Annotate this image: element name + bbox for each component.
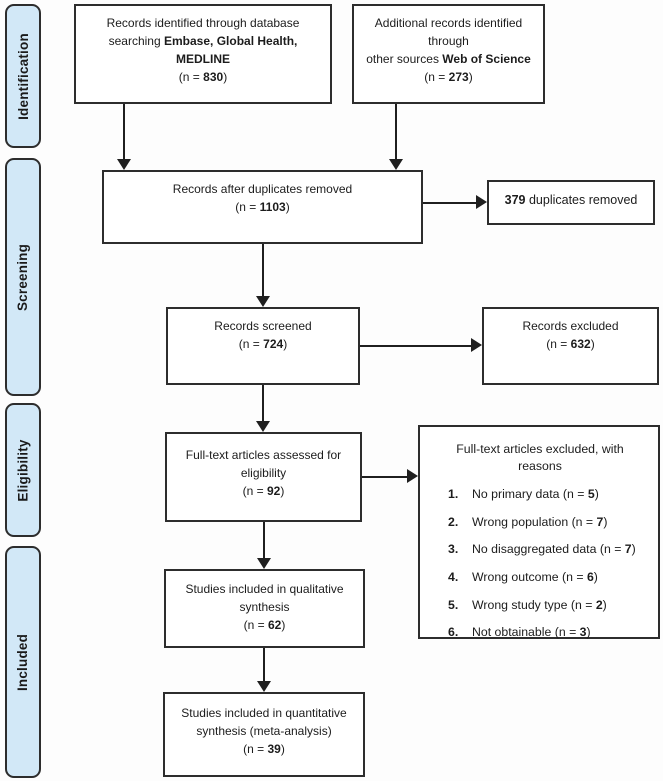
arrow-dedup-to-duplicates-removed bbox=[423, 202, 477, 204]
stage-eligibility: Eligibility bbox=[5, 403, 41, 537]
box-text-line: 379 duplicates removed bbox=[504, 193, 638, 208]
box-records-screened: Records screened (n = 724) bbox=[166, 307, 360, 385]
stage-label: Screening bbox=[15, 243, 31, 311]
box-count-line: (n = 1103) bbox=[235, 200, 290, 214]
box-count-line: (n = 62) bbox=[243, 618, 286, 632]
box-text-line: Full-text articles assessed for bbox=[185, 448, 342, 462]
arrowhead-right-icon bbox=[476, 195, 487, 209]
arrow-additional-to-dedup bbox=[395, 104, 397, 160]
box-text-line: other sources Web of Science bbox=[366, 52, 531, 66]
box-count-line: (n = 39) bbox=[243, 742, 285, 756]
box-qualitative-synthesis: Studies included in qualitative synthesi… bbox=[164, 569, 365, 648]
arrowhead-down-icon bbox=[117, 159, 131, 170]
arrowhead-right-icon bbox=[471, 338, 482, 352]
box-text-line: synthesis bbox=[239, 600, 290, 614]
stage-included: Included bbox=[5, 546, 41, 778]
box-text-line: Records screened bbox=[214, 319, 312, 333]
box-text-line: Studies included in quantitative bbox=[181, 706, 347, 720]
box-count-line: (n = 92) bbox=[242, 484, 285, 498]
arrow-screened-to-excluded bbox=[360, 345, 472, 347]
box-count-line: (n = 724) bbox=[238, 337, 288, 351]
box-text-line: Additional records identified through bbox=[374, 16, 523, 48]
arrowhead-right-icon bbox=[407, 469, 418, 483]
arrowhead-down-icon bbox=[256, 421, 270, 432]
reasons-title: Full-text articles excluded, with reason… bbox=[456, 442, 624, 473]
box-text-line: Studies included in qualitative bbox=[185, 582, 344, 596]
box-text-line: Records after duplicates removed bbox=[172, 182, 353, 196]
exclusion-reason-1: 1. No primary data (n = 5) bbox=[448, 487, 599, 502]
box-text-line: synthesis (meta-analysis) bbox=[196, 724, 332, 738]
arrowhead-down-icon bbox=[257, 681, 271, 692]
box-text-line: Records excluded bbox=[522, 319, 619, 333]
exclusion-reason-5: 5. Wrong study type (n = 2) bbox=[448, 597, 607, 612]
exclusion-reason-4: 4. Wrong outcome (n = 6) bbox=[448, 569, 598, 584]
arrow-screened-to-fulltext bbox=[262, 385, 264, 422]
arrow-fulltext-to-reasons bbox=[362, 476, 408, 478]
box-quantitative-synthesis: Studies included in quantitative synthes… bbox=[163, 692, 365, 777]
arrowhead-down-icon bbox=[257, 558, 271, 569]
exclusion-reason-6: 6. Not obtainable (n = 3) bbox=[448, 625, 591, 640]
arrow-qualitative-to-quantitative bbox=[263, 648, 265, 682]
stage-identification: Identification bbox=[5, 4, 41, 148]
stage-label: Included bbox=[15, 633, 31, 691]
exclusion-reason-3: 3. No disaggregated data (n = 7) bbox=[448, 542, 636, 557]
box-count-line: (n = 830) bbox=[178, 70, 228, 84]
box-count-line: (n = 273) bbox=[424, 70, 473, 84]
box-count-line: (n = 632) bbox=[546, 337, 595, 351]
box-records-excluded: Records excluded (n = 632) bbox=[482, 307, 659, 385]
arrowhead-down-icon bbox=[256, 296, 270, 307]
box-additional-records: Additional records identified through ot… bbox=[352, 4, 545, 104]
box-fulltext-excluded-reasons: Full-text articles excluded, with reason… bbox=[418, 425, 660, 639]
box-text-line: searching Embase, Global Health, bbox=[108, 34, 298, 48]
stage-label: Identification bbox=[15, 32, 31, 120]
box-text-line: eligibility bbox=[240, 466, 287, 480]
arrow-fulltext-to-qualitative bbox=[263, 522, 265, 559]
arrow-dedup-to-screened bbox=[262, 244, 264, 297]
box-text-line: Records identified through database bbox=[106, 16, 300, 30]
box-text-line: MEDLINE bbox=[176, 52, 230, 66]
exclusion-reason-2: 2. Wrong population (n = 7) bbox=[448, 514, 608, 529]
box-records-after-duplicates: Records after duplicates removed (n = 11… bbox=[102, 170, 423, 244]
box-records-identified: Records identified through database sear… bbox=[74, 4, 332, 104]
box-fulltext-assessed: Full-text articles assessed for eligibil… bbox=[165, 432, 362, 522]
box-duplicates-removed: 379 duplicates removed bbox=[487, 180, 655, 225]
arrowhead-down-icon bbox=[389, 159, 403, 170]
stage-screening: Screening bbox=[5, 158, 41, 396]
stage-label: Eligibility bbox=[15, 438, 31, 502]
arrow-identified-to-dedup bbox=[123, 104, 125, 160]
